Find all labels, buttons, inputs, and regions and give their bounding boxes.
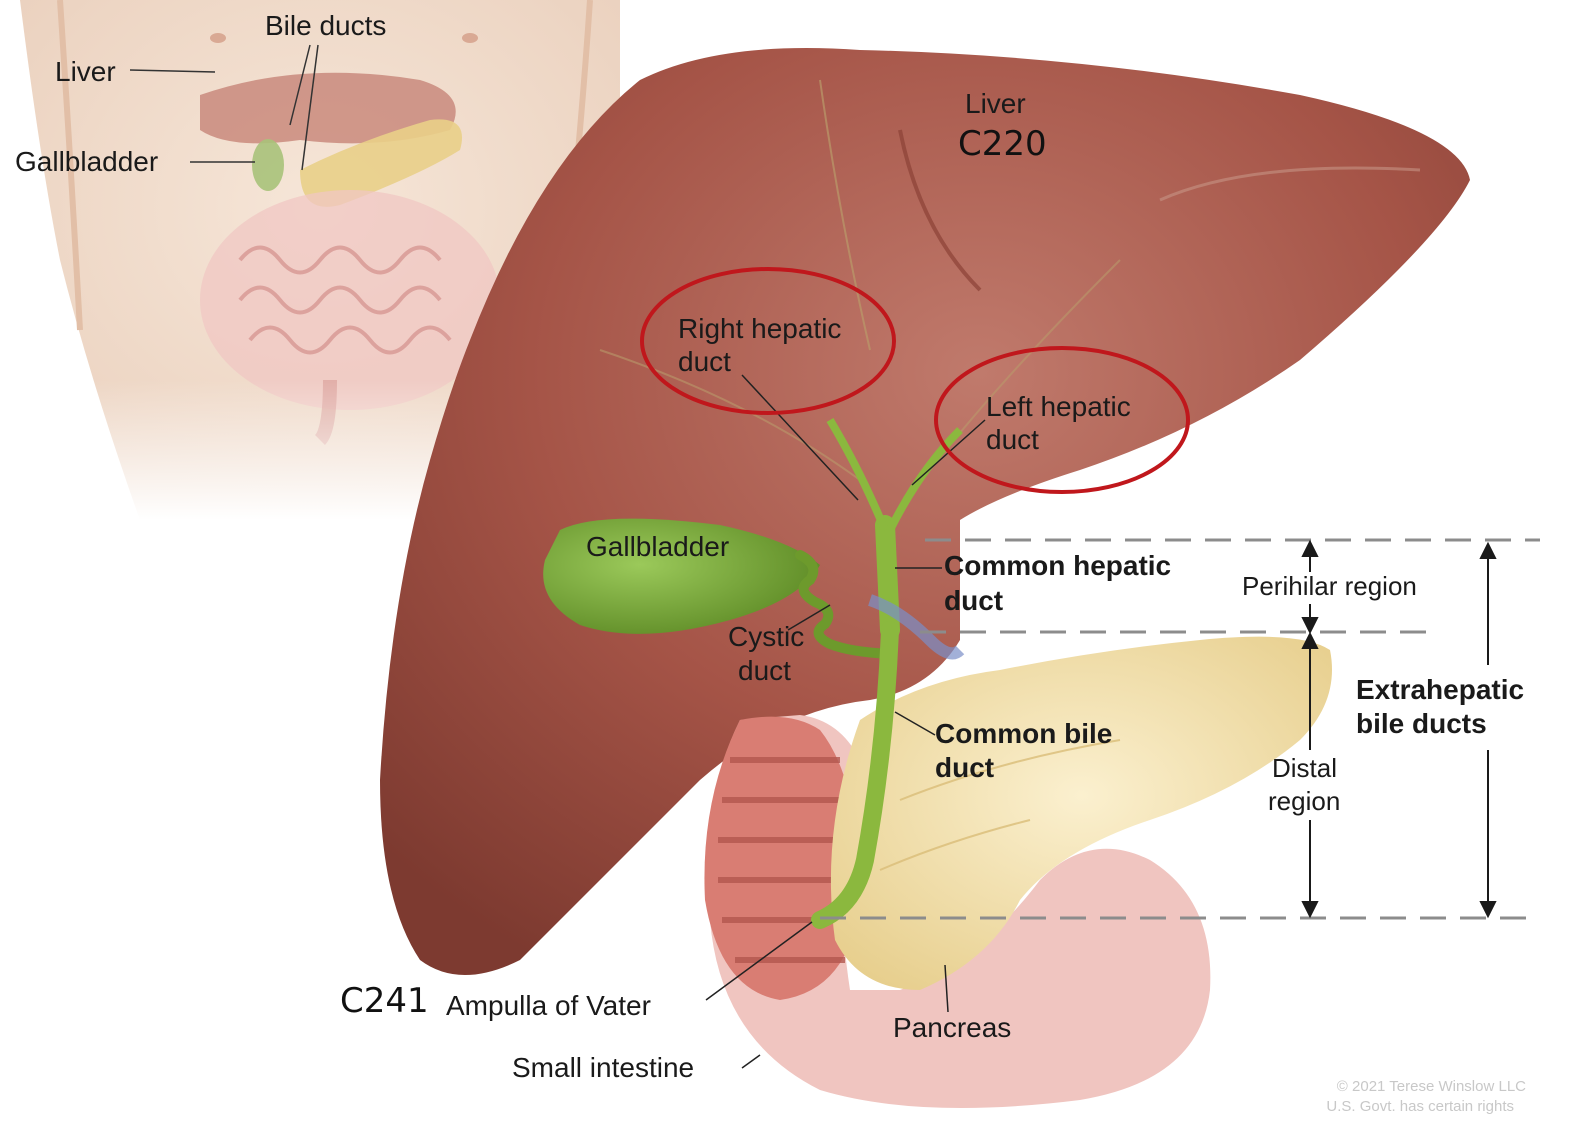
cystic-duct-label-line2: duct bbox=[738, 655, 791, 687]
inset-liver-label: Liver bbox=[55, 56, 116, 88]
right-hepatic-duct-label-line1: Right hepatic bbox=[678, 313, 841, 345]
right-hepatic-duct-label-line2: duct bbox=[678, 346, 731, 378]
copyright-line2: U.S. Govt. has certain rights bbox=[1250, 1097, 1514, 1116]
ampulla-code: C241 bbox=[340, 985, 429, 1017]
distal-region-label-line2: region bbox=[1268, 785, 1340, 817]
inset-bile-ducts-label: Bile ducts bbox=[265, 10, 386, 42]
distal-region-label-line1: Distal bbox=[1272, 752, 1337, 784]
pancreas-label: Pancreas bbox=[893, 1012, 1011, 1044]
inset-gallbladder bbox=[252, 139, 284, 191]
common-bile-duct-label-line1: Common bile bbox=[935, 718, 1112, 750]
liver-code: C220 bbox=[958, 128, 1047, 160]
liver-label: Liver bbox=[965, 88, 1026, 120]
common-hepatic-duct-label-line1: Common hepatic bbox=[944, 550, 1171, 582]
common-bile-duct-label-line2: duct bbox=[935, 752, 994, 784]
left-hepatic-duct-label-line2: duct bbox=[986, 424, 1039, 456]
cystic-duct-label-line1: Cystic bbox=[728, 621, 804, 653]
inset-gallbladder-label: Gallbladder bbox=[15, 146, 158, 178]
common-hepatic-duct-label-line2: duct bbox=[944, 585, 1003, 617]
small-intestine-label: Small intestine bbox=[512, 1052, 694, 1084]
perihilar-region-label: Perihilar region bbox=[1242, 570, 1417, 602]
extrahepatic-bile-ducts-label-line1: Extrahepatic bbox=[1356, 674, 1524, 706]
left-hepatic-duct-label-line1: Left hepatic bbox=[986, 391, 1131, 423]
ampulla-of-vater-label: Ampulla of Vater bbox=[446, 990, 651, 1022]
extrahepatic-bile-ducts-label-line2: bile ducts bbox=[1356, 708, 1487, 740]
gallbladder-label: Gallbladder bbox=[586, 531, 729, 563]
copyright-line1: © 2021 Terese Winslow LLC bbox=[1250, 1077, 1526, 1096]
